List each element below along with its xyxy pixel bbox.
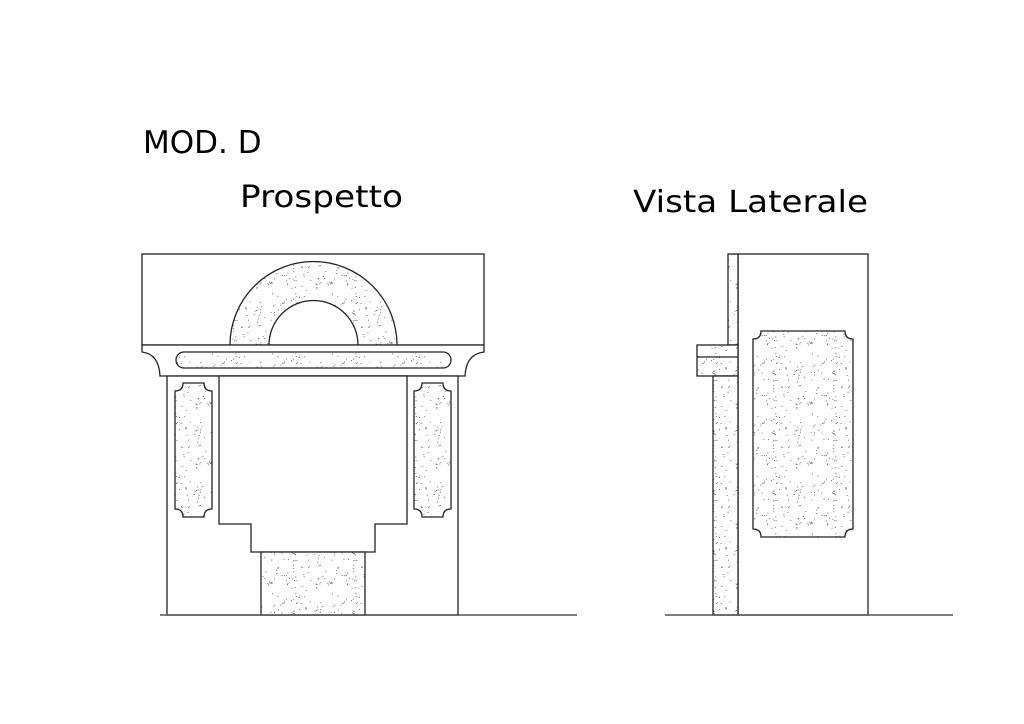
hearth-base — [260, 551, 366, 616]
left-panel — [174, 382, 213, 518]
fireplace-opening — [218, 375, 408, 553]
arch-ornament — [229, 260, 398, 346]
front-view — [141, 253, 577, 616]
front-view-label: Prospetto — [240, 180, 403, 215]
right-panel — [413, 382, 452, 518]
side-view-label: Vista Laterale — [633, 185, 868, 220]
side-panel — [752, 330, 854, 538]
side-cornice — [696, 344, 739, 377]
model-title: MOD. D — [143, 125, 262, 161]
side-pilaster-strip — [712, 375, 739, 616]
side-lintel-strip — [727, 253, 739, 346]
cornice-band — [175, 351, 452, 369]
side-view — [665, 253, 953, 616]
